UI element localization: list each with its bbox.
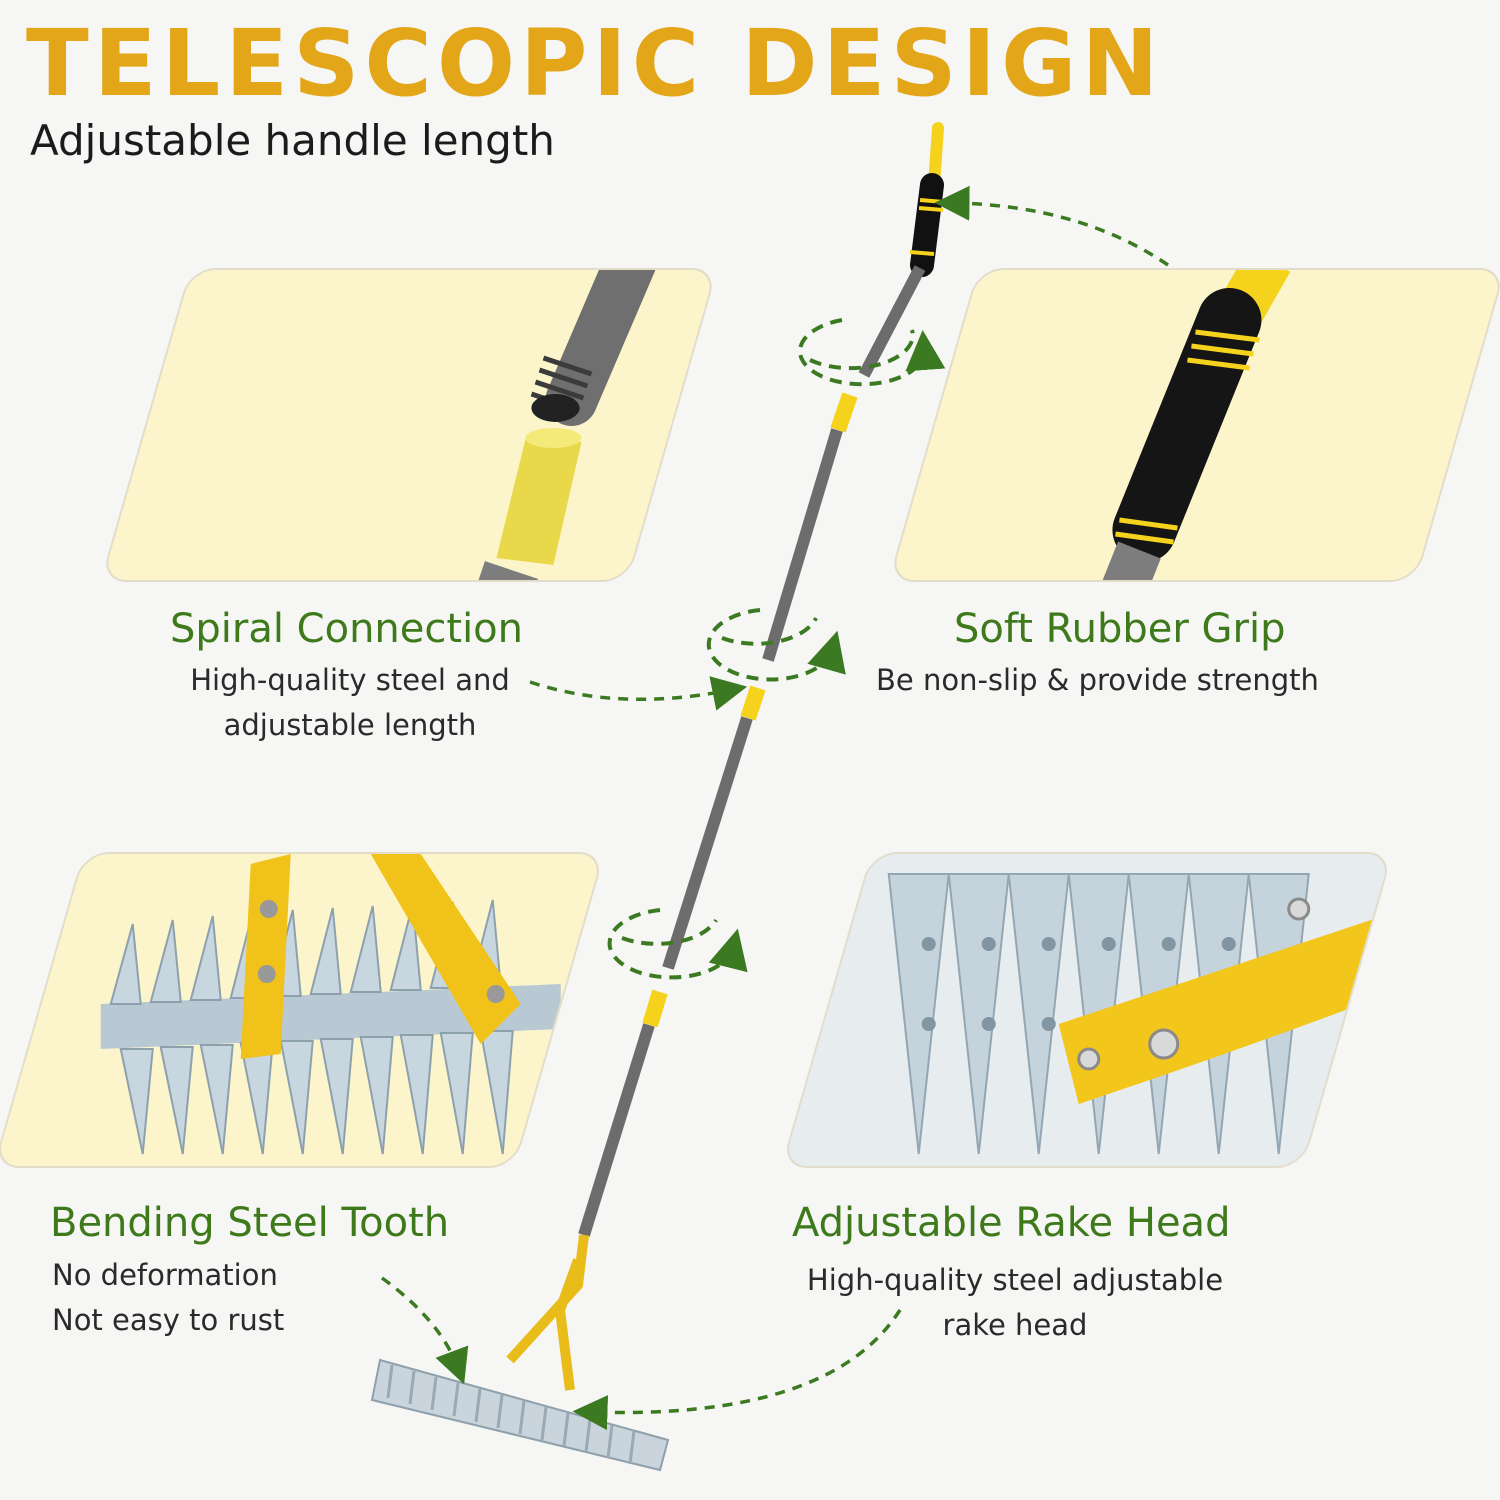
spiral-connection-desc-line1: High-quality steel and (190, 663, 510, 697)
adjustable-rake-head-desc-line1: High-quality steel adjustable (806, 1263, 1224, 1297)
soft-rubber-grip-illustration (1098, 270, 1291, 580)
spiral-connection-desc-line2: adjustable length (223, 708, 477, 742)
adjustable-rake-head-description: High-quality steel adjustable rake head (770, 1258, 1260, 1348)
bending-steel-tooth-illustration (100, 854, 561, 1155)
soft-rubber-grip-heading: Soft Rubber Grip (954, 606, 1286, 652)
soft-rubber-grip-description: Be non-slip & provide strength (876, 663, 1319, 697)
rotate-arrow-bottom (607, 908, 748, 980)
spiral-connection-heading: Spiral Connection (170, 606, 524, 652)
page-subtitle: Adjustable handle length (30, 116, 555, 165)
bending-steel-tooth-desc-line1: No deformation (52, 1258, 278, 1292)
bending-steel-tooth-desc-line2: Not easy to rust (52, 1303, 285, 1337)
spiral-connection-illustration (454, 270, 658, 580)
spiral-connection-image-panel (99, 268, 719, 582)
callout-arrows (380, 185, 1169, 1431)
page-title: TELESCOPIC DESIGN (26, 10, 1164, 117)
rotate-arrow-middle (706, 608, 846, 682)
adjustable-rake-head-image-panel (780, 852, 1394, 1168)
bending-steel-tooth-heading: Bending Steel Tooth (50, 1200, 450, 1246)
adjustable-rake-head-desc-line2: rake head (942, 1308, 1088, 1342)
rotate-arrow-top (798, 318, 946, 387)
rake-head (370, 1358, 670, 1472)
bending-steel-tooth-description: No deformation Not easy to rust (52, 1253, 284, 1343)
soft-rubber-grip-image-panel (887, 268, 1500, 582)
adjustable-rake-head-illustration (887, 873, 1389, 1155)
spiral-connection-description: High-quality steel and adjustable length (150, 658, 550, 748)
rake-handle (506, 122, 945, 1391)
bending-steel-tooth-image-panel (0, 852, 606, 1168)
adjustable-rake-head-heading: Adjustable Rake Head (792, 1200, 1231, 1246)
